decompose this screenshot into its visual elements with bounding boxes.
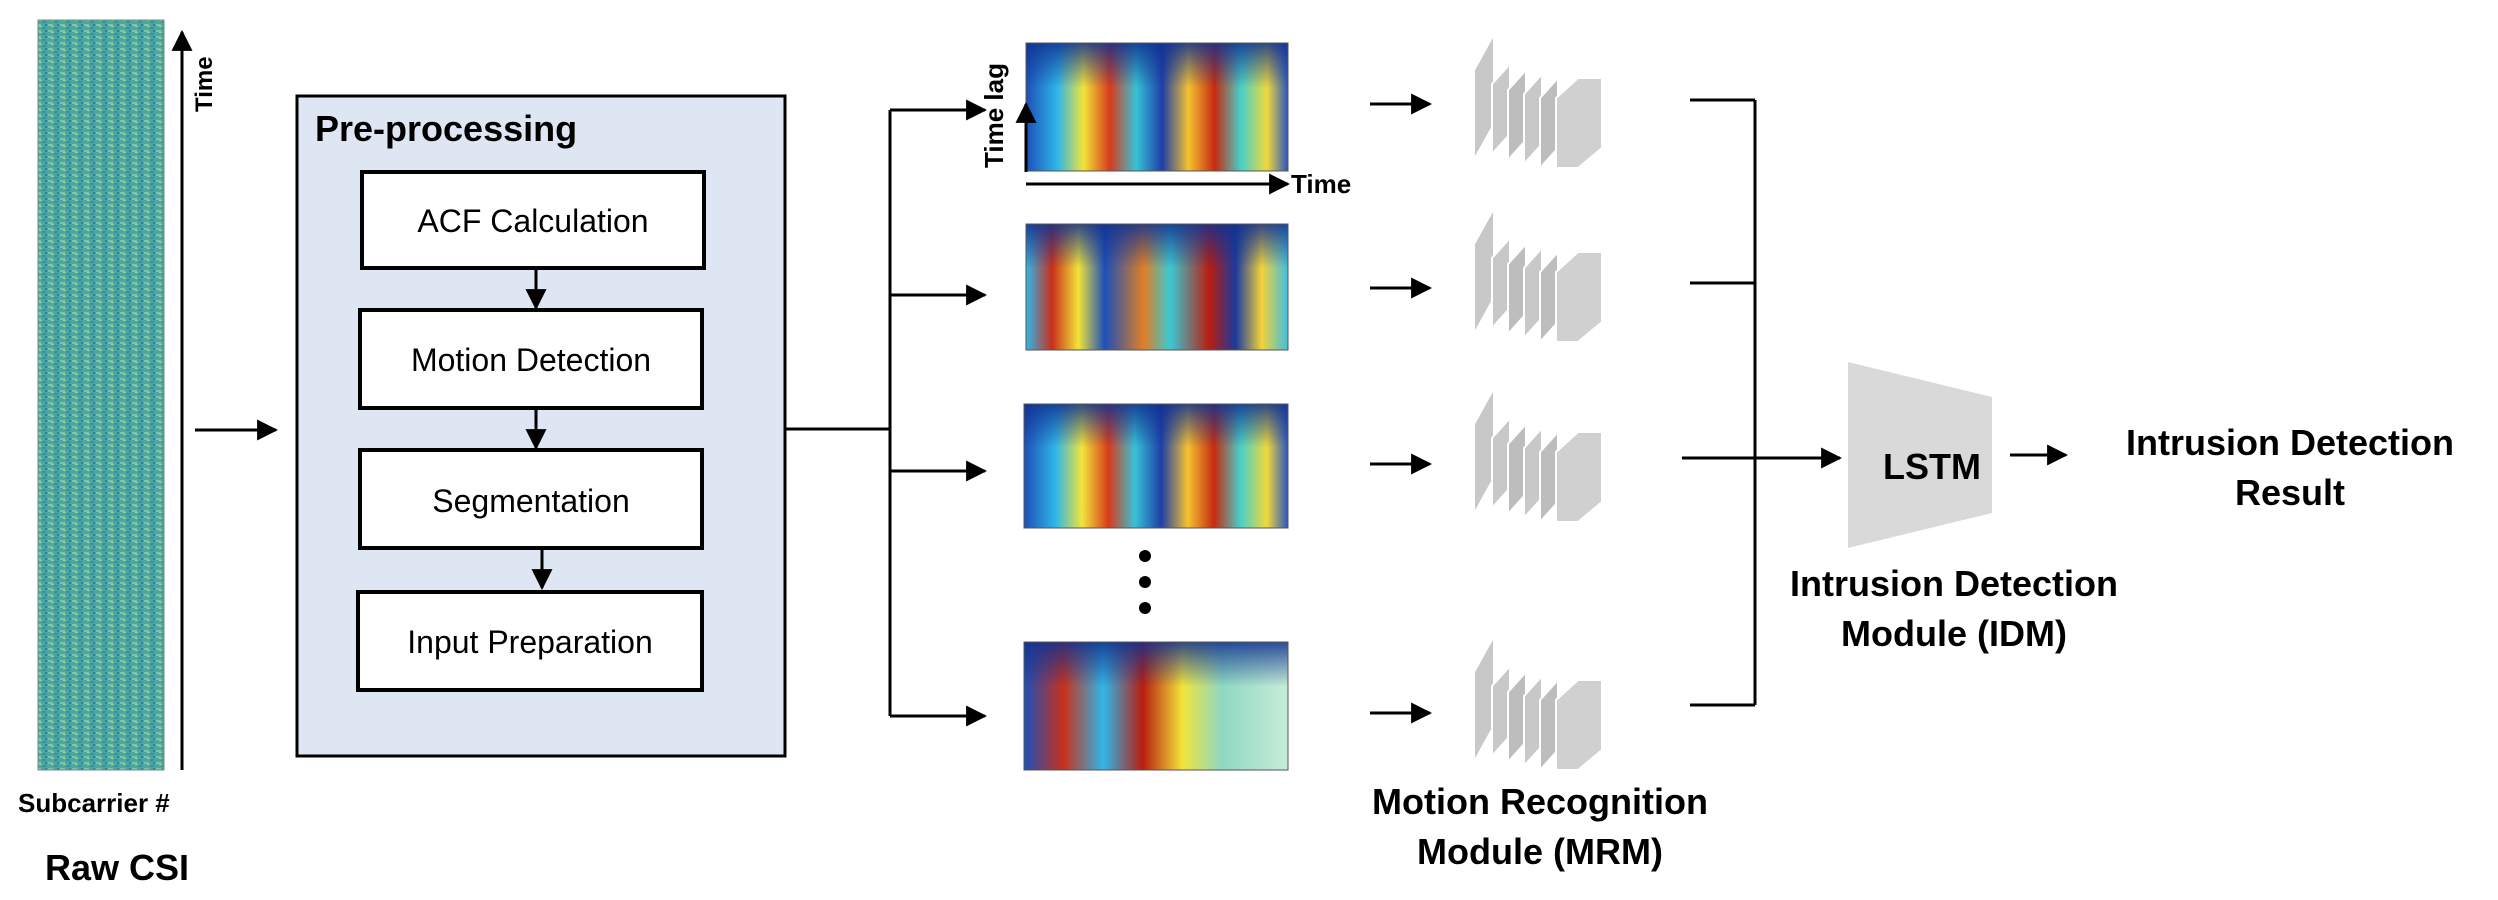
mrm-title-line2: Module (MRM) [1417, 831, 1663, 872]
acf-map-2 [1025, 223, 1289, 351]
step-acf-box [360, 170, 706, 270]
step-segmentation-box [358, 448, 704, 550]
step-input-prep-label: Input Preparation [407, 624, 653, 660]
subcarrier-axis-label: Subcarrier # [18, 788, 170, 818]
result-line1: Intrusion Detection [2126, 422, 2454, 463]
merge-bracket [1682, 98, 1843, 707]
acf-y-axis-label: Time lag [979, 63, 1009, 168]
cnn-stack-1 [1473, 30, 1603, 171]
lstm-label: LSTM [1883, 446, 1981, 487]
raw-csi-title: Raw CSI [45, 847, 189, 888]
acf-map-4 [1023, 641, 1289, 771]
cnn-stack-3 [1473, 384, 1603, 525]
acf-map-3 [1023, 403, 1289, 529]
step-motion-label: Motion Detection [411, 342, 651, 378]
step-segmentation-label: Segmentation [432, 483, 629, 519]
fanout-connectors [785, 99, 988, 727]
result-line2: Result [2235, 472, 2345, 513]
cnn-stack-4 [1473, 632, 1603, 773]
lstm-block [1848, 362, 1992, 548]
map-to-cnn-arrows [1370, 93, 1433, 724]
step-motion-box [358, 308, 704, 410]
preprocessing-block: Pre-processing ACF Calculation Motion De… [295, 94, 787, 758]
mrm-title-line1: Motion Recognition [1372, 781, 1708, 822]
acf-map-1 [1025, 42, 1289, 172]
raw-csi-image [38, 20, 164, 770]
idm-title-line1: Intrusion Detection [1790, 563, 2118, 604]
vertical-ellipsis [1139, 550, 1151, 614]
step-acf-label: ACF Calculation [417, 203, 648, 239]
time-axis-label: Time [191, 56, 218, 112]
preprocessing-title: Pre-processing [315, 108, 577, 149]
step-input-prep-box [356, 590, 704, 692]
cnn-stack-2 [1473, 204, 1603, 345]
acf-x-axis-label: Time [1291, 169, 1351, 199]
raw-csi-panel: Time Subcarrier # Raw CSI [18, 19, 218, 888]
idm-title-line2: Module (IDM) [1841, 613, 2067, 654]
